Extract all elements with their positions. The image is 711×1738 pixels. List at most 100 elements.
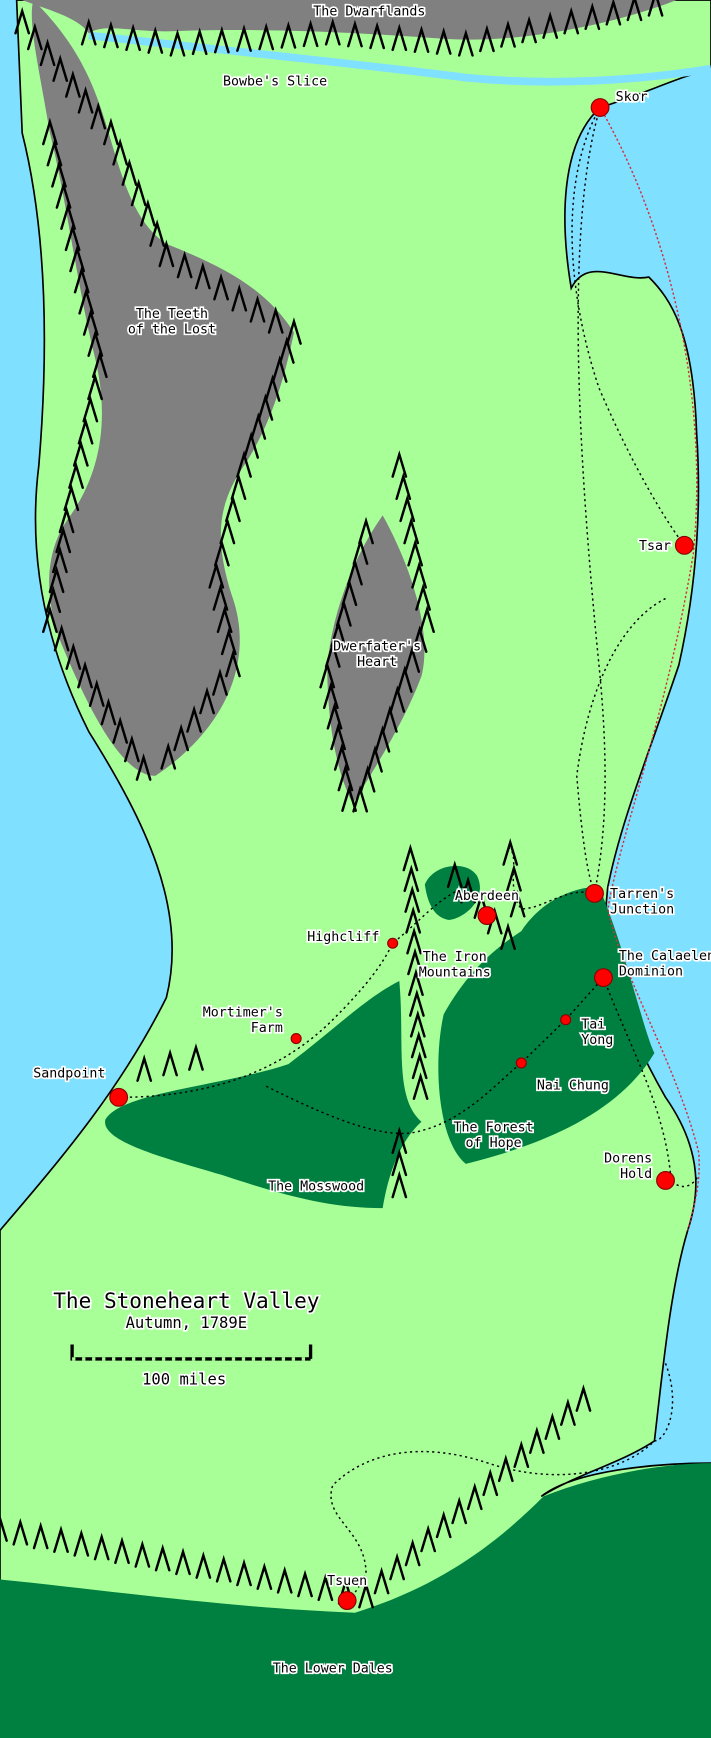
- mountain-icon: [114, 1536, 130, 1565]
- city-dot-icon[interactable]: [387, 937, 399, 949]
- city-label: Tsar: [639, 539, 671, 554]
- region-label-dwerfater: Dwerfater's: [333, 640, 421, 655]
- mountain-icon: [411, 561, 427, 589]
- mountain-icon: [322, 681, 339, 710]
- mountain-icon: [32, 1521, 49, 1550]
- mountain-icon: [100, 697, 117, 726]
- city-dot-icon[interactable]: [590, 98, 610, 117]
- city-dot-icon[interactable]: [593, 968, 613, 988]
- mountain-icon: [231, 283, 248, 312]
- mountain-icon: [420, 1524, 437, 1553]
- mountain-icon: [302, 19, 319, 48]
- mountain-icon: [391, 1170, 408, 1199]
- mountain-icon: [276, 1566, 293, 1594]
- mountain-icon: [409, 989, 425, 1017]
- city-label: Tarren's: [610, 887, 674, 902]
- mountain-icon: [55, 181, 72, 209]
- mountain-icon: [502, 838, 519, 866]
- city-marker[interactable]: Tsar: [637, 535, 694, 555]
- mountain-icon: [347, 557, 363, 586]
- mountain-icon: [213, 272, 229, 301]
- mountain-icon: [419, 605, 435, 634]
- city-label: Aberdeen: [455, 889, 519, 904]
- mountain-icon: [521, 15, 537, 44]
- mountain-icon: [208, 561, 225, 589]
- mountain-icon: [236, 1558, 252, 1587]
- city-dot-icon[interactable]: [674, 535, 694, 555]
- city-dot-icon[interactable]: [585, 883, 604, 903]
- mountain-icon: [243, 431, 260, 459]
- mountain-icon: [121, 158, 138, 186]
- mountain-icon: [341, 578, 358, 607]
- mountain-icon: [55, 525, 72, 554]
- map-legend: The Stoneheart Valley Autumn, 1789E 100 …: [52, 1286, 322, 1390]
- mountain-icon: [404, 885, 421, 913]
- mountain-icon: [0, 1514, 8, 1542]
- city-dot-icon[interactable]: [290, 1033, 302, 1045]
- city-marker[interactable]: Sandpoint: [32, 1065, 129, 1107]
- mountain-icon: [415, 583, 431, 611]
- city-dot-icon[interactable]: [477, 906, 497, 925]
- mountain-icon: [65, 70, 81, 98]
- mountain-icon: [407, 538, 424, 567]
- mountain-icon: [256, 1562, 273, 1590]
- city-marker[interactable]: Tsuen: [325, 1572, 369, 1610]
- mountain-icon: [257, 393, 274, 421]
- city-dot-icon[interactable]: [560, 1014, 572, 1026]
- city-dot-icon[interactable]: [109, 1087, 129, 1107]
- forest-of-hope: [438, 886, 655, 1164]
- mountain-icon: [173, 723, 190, 752]
- mountain-icon: [87, 329, 104, 357]
- region-label-dwerfater: Heart: [357, 655, 397, 670]
- region-label-hope: of Hope: [466, 1136, 522, 1151]
- mountain-icon: [542, 11, 559, 39]
- mountain-icon: [330, 722, 347, 751]
- mountain-icon: [446, 860, 463, 888]
- mountain-icon: [544, 1412, 561, 1440]
- mountain-icon: [358, 516, 374, 545]
- mountain-icon: [93, 1532, 110, 1561]
- region-label-hope: The Forest: [454, 1121, 534, 1136]
- mountain-icon: [286, 317, 302, 345]
- mountain-icon: [412, 1072, 429, 1100]
- mountain-icon: [352, 784, 369, 813]
- city-label: Dorens: [604, 1152, 652, 1167]
- mountain-icon: [407, 947, 423, 976]
- city-marker[interactable]: Highcliff: [306, 928, 399, 949]
- mountain-ridges: [0, 0, 664, 1609]
- city-dot-icon[interactable]: [656, 1171, 675, 1190]
- mountain-icon: [319, 660, 336, 689]
- mountain-icon: [60, 202, 76, 230]
- mountain-icon: [324, 640, 341, 668]
- mountain-icon: [188, 1043, 204, 1071]
- mountain-icon: [297, 1569, 313, 1598]
- mountain-icon: [68, 461, 84, 489]
- city-marker[interactable]: Nai Chung: [515, 1057, 611, 1095]
- river-bowbes-slice: [88, 31, 711, 86]
- mountain-icon: [341, 784, 357, 812]
- mountain-icon: [39, 38, 56, 67]
- mountain-icon: [359, 764, 376, 793]
- city-dot-icon[interactable]: [515, 1057, 527, 1069]
- city-marker[interactable]: Skor: [590, 88, 649, 117]
- city-marker[interactable]: Aberdeen: [453, 887, 521, 925]
- region-label-iron: Mountains: [419, 966, 491, 981]
- mountain-icon: [73, 1529, 90, 1557]
- mountain-icon: [278, 336, 295, 364]
- mountain-icon: [130, 178, 147, 207]
- mountain-icon: [408, 968, 424, 997]
- mountain-icon: [64, 223, 81, 252]
- city-dot-icon[interactable]: [337, 1591, 357, 1610]
- mountain-icon: [482, 1468, 499, 1497]
- mountain-icon: [391, 1126, 408, 1154]
- mountain-icon: [195, 1551, 212, 1579]
- city-label: Mortimer's: [203, 1005, 283, 1020]
- mountain-icon: [460, 875, 476, 904]
